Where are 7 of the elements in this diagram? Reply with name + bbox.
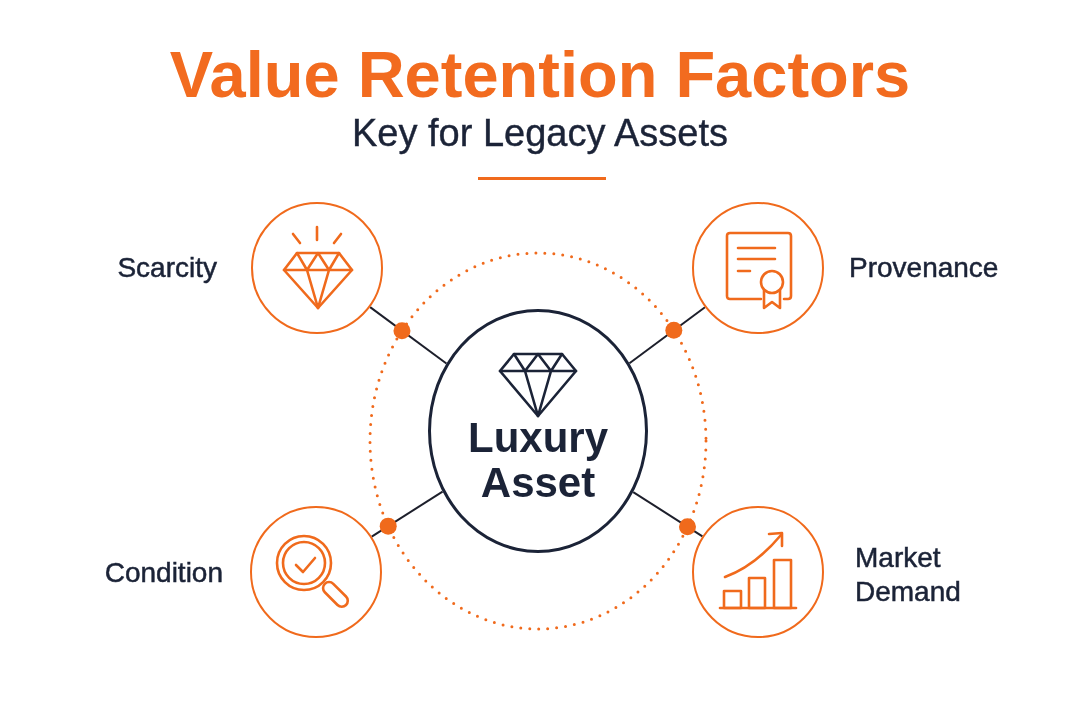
subtitle: Key for Legacy Assets bbox=[352, 111, 728, 156]
factor-label: Provenance bbox=[849, 251, 999, 285]
factor-label: Market Demand bbox=[855, 541, 961, 609]
factor-label: Scarcity bbox=[117, 251, 217, 285]
node-label: Luxury Asset bbox=[468, 415, 608, 505]
factor-label: Condition bbox=[104, 556, 223, 590]
title: Value Retention Factors bbox=[169, 39, 911, 111]
